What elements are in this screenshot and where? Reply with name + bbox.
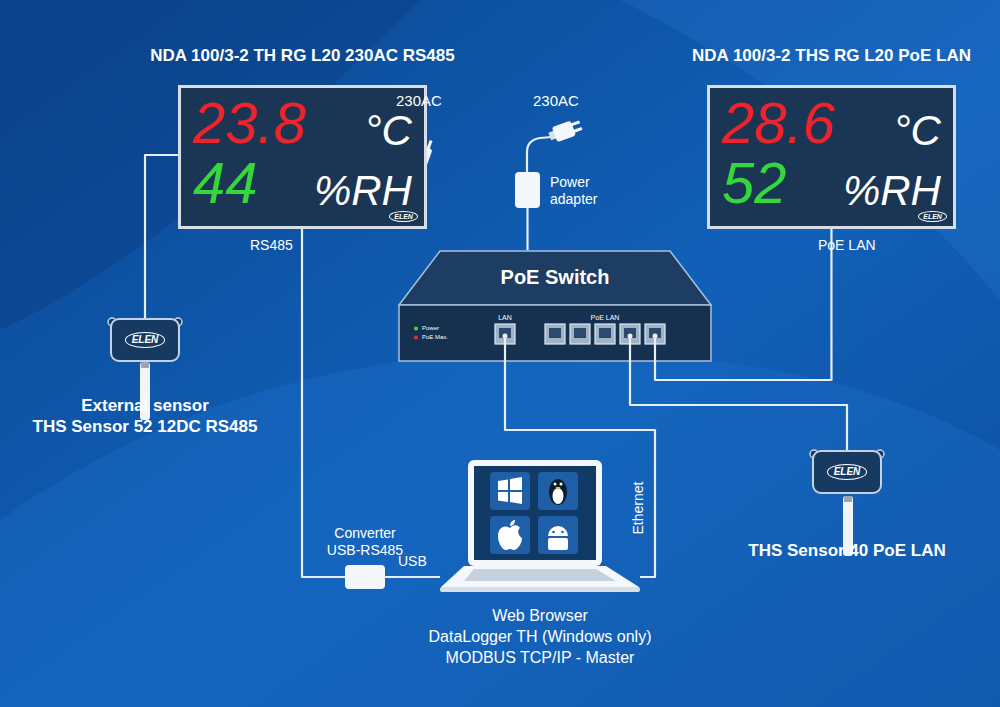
humidity-value: 44 <box>193 154 306 212</box>
laptop-drawing <box>440 460 640 592</box>
rj45-socket <box>549 328 561 338</box>
laptop-base <box>441 566 639 587</box>
led-label: PoE Max. <box>422 334 448 341</box>
cable-plug <box>503 334 508 339</box>
sensor-body: ELENTHS Sensor 40 PoE LAN <box>812 450 882 494</box>
usb-converter: Converter USB-RS485 <box>345 565 385 589</box>
sensor-probe-collar <box>844 496 852 502</box>
apple-icon <box>498 525 522 550</box>
connection-label: USB <box>398 553 427 569</box>
cable-plug <box>654 336 656 362</box>
unit-label: %RH <box>843 170 941 212</box>
cable-plug <box>628 334 633 339</box>
android-icon <box>548 526 568 536</box>
power-plug <box>547 118 583 144</box>
poe-switch: PoE SwitchPowerPoE Max. LAN PoE LAN <box>398 250 712 362</box>
model-heading: NDA 100/3-2 THS RG L20 PoE LAN <box>692 46 971 66</box>
rj45-port <box>595 324 615 344</box>
sensor-label: THS Sensor 40 PoE LAN <box>748 540 945 561</box>
linux-icon <box>549 479 567 505</box>
power-cord <box>527 137 552 172</box>
software-caption: Web BrowserDataLogger TH (Windows only)M… <box>429 605 652 668</box>
cable <box>526 208 528 250</box>
sensor-label: THS Sensor 52 12DC RS485 <box>33 416 258 437</box>
android-icon <box>548 538 568 550</box>
laptop-lip <box>440 587 640 592</box>
brand-logo: ELEN <box>827 464 868 480</box>
port-label: LAN <box>490 314 520 322</box>
sensor-probe-collar <box>141 362 149 368</box>
rj45-socket <box>574 328 586 338</box>
temperature-value: 28.6 <box>722 94 835 152</box>
linux-icon <box>560 483 563 486</box>
sensor-body: ELENExternal sensorTHS Sensor 52 12DC RS… <box>110 318 180 362</box>
cable <box>302 229 345 577</box>
cable <box>145 155 178 318</box>
adapter-label: Power adapter <box>550 174 597 208</box>
unit-label: %RH <box>314 170 412 212</box>
rj45-socket <box>599 328 611 338</box>
rj45-socket <box>499 328 511 338</box>
os-tile <box>538 516 578 554</box>
linux-icon <box>553 488 564 504</box>
cable-plug <box>504 336 506 362</box>
sensor-label: External sensor <box>33 395 258 416</box>
android-icon <box>561 531 564 534</box>
switch-top <box>399 251 711 305</box>
model-heading: NDA 100/3-2 TH RG L20 230AC RS485 <box>150 46 455 66</box>
laptop-screen-frame <box>468 460 602 566</box>
software-label: Web Browser <box>429 605 652 626</box>
converter-label: Converter USB-RS485 <box>325 525 405 559</box>
humidity-value: 52 <box>722 154 835 212</box>
background-swoosh <box>620 0 1000 300</box>
voltage-label: 230AC <box>396 92 442 110</box>
rj45-port <box>570 324 590 344</box>
connection-label: PoE LAN <box>818 237 876 253</box>
cable <box>630 362 847 450</box>
port-label: PoE LAN <box>545 314 665 322</box>
connection-label: Ethernet <box>630 482 646 535</box>
temperature-value: 23.8 <box>193 94 306 152</box>
software-label: MODBUS TCP/IP - Master <box>429 647 652 668</box>
power-led <box>414 327 418 331</box>
brand-logo: ELEN <box>125 332 166 348</box>
android-icon <box>552 531 555 534</box>
laptop: Web BrowserDataLogger TH (Windows only)M… <box>440 460 640 592</box>
brand-logo: ELEN <box>918 211 947 222</box>
software-label: DataLogger TH (Windows only) <box>429 626 652 647</box>
background-swoosh <box>0 352 1000 707</box>
brand-logo: ELEN <box>389 211 418 222</box>
poe-max-led <box>414 336 418 340</box>
led-display: NDA 100/3-2 THS RG L20 PoE LAN28.6°C52%R… <box>707 85 956 229</box>
rj45-port <box>545 324 565 344</box>
connection-label: RS485 <box>250 237 293 253</box>
windows-icon <box>498 477 522 504</box>
switch-front <box>399 305 711 361</box>
linux-icon <box>556 487 561 490</box>
cable-plug <box>653 334 658 339</box>
led-label: Power <box>422 325 439 332</box>
laptop-keyboard <box>464 569 616 581</box>
voltage-label: 230AC <box>533 92 579 110</box>
sensor-caption: External sensorTHS Sensor 52 12DC RS485 <box>33 395 258 437</box>
os-tile <box>490 472 530 510</box>
unit-label: °C <box>365 110 412 152</box>
power-adapter: Power adapter <box>515 172 540 208</box>
rj45-socket <box>649 328 661 338</box>
cable-plug <box>629 336 631 362</box>
laptop-screen <box>474 466 596 560</box>
linux-icon <box>554 483 557 486</box>
led-display: NDA 100/3-2 TH RG L20 230AC RS48523.8°C4… <box>178 85 427 229</box>
os-tile <box>490 516 530 554</box>
rj45-socket <box>624 328 636 338</box>
unit-label: °C <box>894 110 941 152</box>
apple-icon <box>510 520 515 526</box>
os-tile <box>538 472 578 510</box>
switch-title: PoE Switch <box>398 266 712 289</box>
cable <box>385 576 440 578</box>
sensor-caption: THS Sensor 40 PoE LAN <box>748 540 945 561</box>
